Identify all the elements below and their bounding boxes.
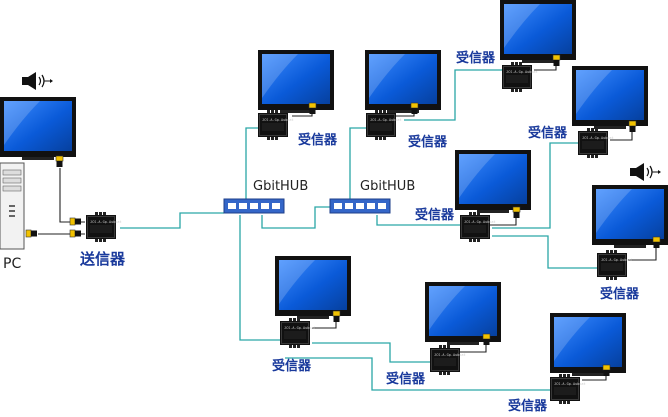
transmitter-box-icon bbox=[85, 211, 123, 243]
receiver-label-e: 受信器 bbox=[272, 358, 312, 374]
monitor-icon bbox=[455, 150, 531, 213]
hub-label-1: GbitHUB bbox=[253, 179, 308, 194]
receiver-box-icon bbox=[596, 249, 634, 281]
hdmi-plug-icon bbox=[652, 236, 661, 249]
hdmi-plug-icon bbox=[69, 217, 82, 226]
receiver-box-icon bbox=[279, 317, 317, 349]
receiver-label-b: 受信器 bbox=[408, 134, 448, 150]
hdmi-plug-icon bbox=[308, 102, 317, 115]
receiver-label-a: 受信器 bbox=[298, 132, 338, 148]
transmitter-label: 送信器 bbox=[79, 250, 126, 268]
pc-label: PC bbox=[3, 256, 21, 272]
monitor-icon bbox=[0, 97, 76, 160]
network-cables bbox=[120, 69, 597, 391]
receiver-label-i: 受信器 bbox=[508, 398, 548, 413]
receiver-box-icon bbox=[459, 211, 497, 243]
receiver-box-icon bbox=[549, 373, 587, 405]
hdmi-plug-icon bbox=[69, 229, 82, 238]
monitor-icon bbox=[275, 256, 351, 319]
monitor-icon bbox=[572, 66, 648, 129]
receiver-label-c: 受信器 bbox=[456, 50, 496, 66]
hub-icon bbox=[223, 198, 285, 214]
monitor-icon bbox=[258, 50, 334, 113]
receiver-box-icon bbox=[501, 61, 539, 93]
hdmi-plug-icon bbox=[512, 206, 521, 219]
receiver-label-h: 受信器 bbox=[600, 286, 640, 302]
hdmi-plug-icon bbox=[55, 155, 64, 168]
pc-tower-icon bbox=[0, 162, 25, 250]
receiver-box-icon bbox=[429, 344, 467, 376]
hdmi-plug-icon bbox=[482, 333, 491, 346]
speaker-icon bbox=[629, 162, 662, 182]
monitor-icon bbox=[550, 313, 626, 376]
hdmi-plug-icon bbox=[602, 364, 611, 377]
monitor-icon bbox=[500, 0, 576, 63]
receiver-box-icon bbox=[365, 109, 403, 141]
hdmi-plug-icon bbox=[628, 120, 637, 133]
hub-label-2: GbitHUB bbox=[360, 179, 415, 194]
hub-icon bbox=[329, 198, 391, 214]
receiver-label-d: 受信器 bbox=[528, 125, 568, 141]
hdmi-plug-icon bbox=[410, 102, 419, 115]
receiver-box-icon bbox=[577, 127, 615, 159]
receiver-label-f: 受信器 bbox=[386, 371, 426, 387]
speaker-icon bbox=[21, 71, 54, 91]
hdmi-plug-icon bbox=[552, 54, 561, 67]
hdmi-plug-icon bbox=[25, 229, 38, 238]
receiver-label-g: 受信器 bbox=[415, 207, 455, 223]
monitor-icon bbox=[365, 50, 441, 113]
receiver-box-icon bbox=[257, 109, 295, 141]
hdmi-plug-icon bbox=[332, 310, 341, 323]
